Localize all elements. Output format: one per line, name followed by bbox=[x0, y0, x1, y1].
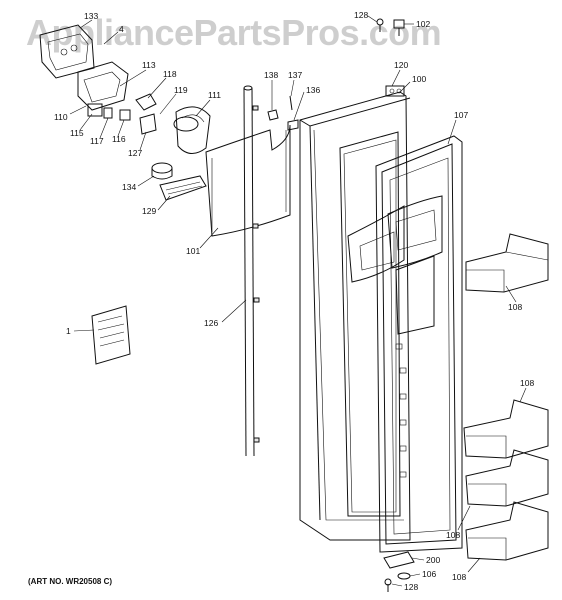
callout-108-top: 108 bbox=[508, 302, 522, 312]
callout-101: 101 bbox=[186, 246, 200, 256]
art-number: (ART NO. WR20508 C) bbox=[28, 577, 113, 586]
callout-100: 100 bbox=[412, 74, 426, 84]
owner-manual-part bbox=[91, 305, 131, 365]
callout-136: 136 bbox=[306, 85, 320, 95]
door-liner-part bbox=[375, 135, 463, 553]
callout-4: 4 bbox=[119, 24, 124, 34]
control-board-part bbox=[39, 24, 95, 79]
callout-108-mid: 108 bbox=[520, 378, 534, 388]
callout-108-bottom: 108 bbox=[452, 572, 466, 582]
callout-127: 127 bbox=[128, 148, 142, 158]
callout-133: 133 bbox=[84, 11, 98, 21]
heater-tube-part bbox=[243, 85, 260, 457]
callout-134: 134 bbox=[122, 182, 136, 192]
callout-110: 110 bbox=[54, 112, 68, 122]
callout-128-bottom: 128 bbox=[404, 582, 418, 592]
callout-126: 126 bbox=[204, 318, 218, 328]
callout-115: 115 bbox=[70, 128, 84, 138]
callout-137: 137 bbox=[288, 70, 302, 80]
shelf-clips bbox=[395, 343, 407, 478]
door-bin-part bbox=[465, 501, 549, 561]
ice-chute-part bbox=[151, 162, 207, 201]
upper-screw-part bbox=[376, 18, 405, 36]
callout-120: 120 bbox=[394, 60, 408, 70]
dispenser-cover-part bbox=[205, 124, 291, 237]
callout-119: 119 bbox=[174, 85, 188, 95]
callout-129: 129 bbox=[142, 206, 156, 216]
callout-138: 138 bbox=[264, 70, 278, 80]
callout-113: 113 bbox=[142, 60, 156, 70]
callout-107: 107 bbox=[454, 110, 468, 120]
callout-118: 118 bbox=[163, 69, 177, 79]
dispenser-actuator-part bbox=[77, 61, 211, 154]
door-shell-part bbox=[299, 85, 411, 541]
callout-1: 1 bbox=[66, 326, 71, 336]
callout-labels: 133 4 113 118 119 110 115 117 116 127 11… bbox=[54, 10, 534, 592]
callout-111: 111 bbox=[208, 90, 221, 100]
hinge-hardware-part bbox=[267, 95, 299, 131]
callout-108-low: 108 bbox=[446, 530, 460, 540]
door-bin-part bbox=[465, 233, 549, 293]
door-bin-part bbox=[465, 449, 549, 507]
callout-117: 117 bbox=[90, 136, 104, 146]
callout-200: 200 bbox=[426, 555, 440, 565]
door-bin-part bbox=[463, 399, 549, 459]
callout-128-top: 128 bbox=[354, 10, 368, 20]
callout-116: 116 bbox=[112, 134, 126, 144]
callout-102: 102 bbox=[416, 19, 430, 29]
callout-106: 106 bbox=[422, 569, 436, 579]
leader-lines bbox=[69, 15, 527, 587]
